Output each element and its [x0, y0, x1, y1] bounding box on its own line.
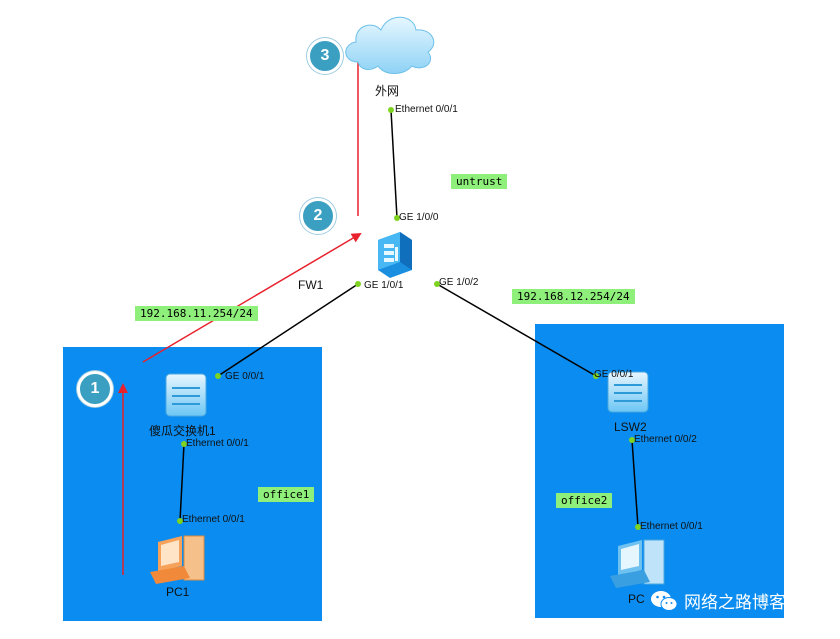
port-label: GE 1/0/1 — [364, 280, 404, 291]
watermark: 网络之路博客 — [650, 588, 786, 613]
port-label: Ethernet 0/0/2 — [634, 434, 697, 445]
port-dot — [593, 373, 599, 379]
port-dot — [434, 281, 440, 287]
link-lsw2-pc2 — [631, 439, 639, 528]
port-dot — [388, 107, 394, 113]
port-dot — [181, 441, 187, 447]
wechat-icon — [651, 590, 678, 611]
pc2-label: PC — [628, 592, 645, 606]
port-label: Ethernet 0/0/1 — [640, 521, 703, 532]
ip-tag-office1: 192.168.11.254/24 — [135, 306, 258, 321]
port-dot — [629, 437, 635, 443]
port-dot — [355, 281, 361, 287]
pc1-label: PC1 — [166, 585, 190, 599]
zone-tag-office1: office1 — [258, 487, 315, 502]
port-dot — [215, 373, 221, 379]
link-internet-fw — [390, 109, 398, 219]
watermark-text: 网络之路博客 — [684, 593, 786, 613]
port-dot — [394, 215, 400, 221]
port-label: Ethernet 0/0/1 — [186, 438, 249, 449]
port-label: GE 0/0/1 — [225, 371, 265, 382]
port-dot — [635, 524, 641, 530]
link-fw-lsw2 — [436, 283, 597, 377]
link-sw1-pc1 — [179, 443, 185, 522]
port-label: GE 0/0/1 — [594, 369, 634, 380]
cloud-icon[interactable] — [345, 16, 435, 74]
internet-label: 外网 — [375, 84, 400, 98]
pc-icon[interactable] — [610, 539, 665, 588]
port-label: Ethernet 0/0/1 — [182, 514, 245, 525]
step-badge-1: 1 — [77, 371, 113, 407]
port-label: GE 1/0/0 — [399, 212, 439, 223]
step-badge-3: 3 — [307, 38, 343, 74]
sw1-label: 傻瓜交换机1 — [149, 424, 216, 438]
ip-tag-office2: 192.168.12.254/24 — [512, 289, 635, 304]
firewall-icon[interactable] — [378, 232, 412, 278]
zone-tag-untrust: untrust — [451, 174, 508, 189]
port-dot — [177, 518, 183, 524]
fw-label: FW1 — [298, 278, 324, 292]
switch-icon[interactable] — [165, 373, 207, 417]
flow-arrow-2 — [142, 232, 362, 363]
pc-icon[interactable] — [150, 535, 205, 584]
step-badge-2: 2 — [300, 198, 336, 234]
port-label: GE 1/0/2 — [439, 277, 479, 288]
link-fw-sw1 — [217, 283, 359, 377]
switch-icon[interactable] — [607, 371, 649, 413]
zone-tag-office2: office2 — [556, 493, 613, 508]
lsw2-label: LSW2 — [614, 420, 647, 434]
port-label: Ethernet 0/0/1 — [395, 104, 458, 115]
